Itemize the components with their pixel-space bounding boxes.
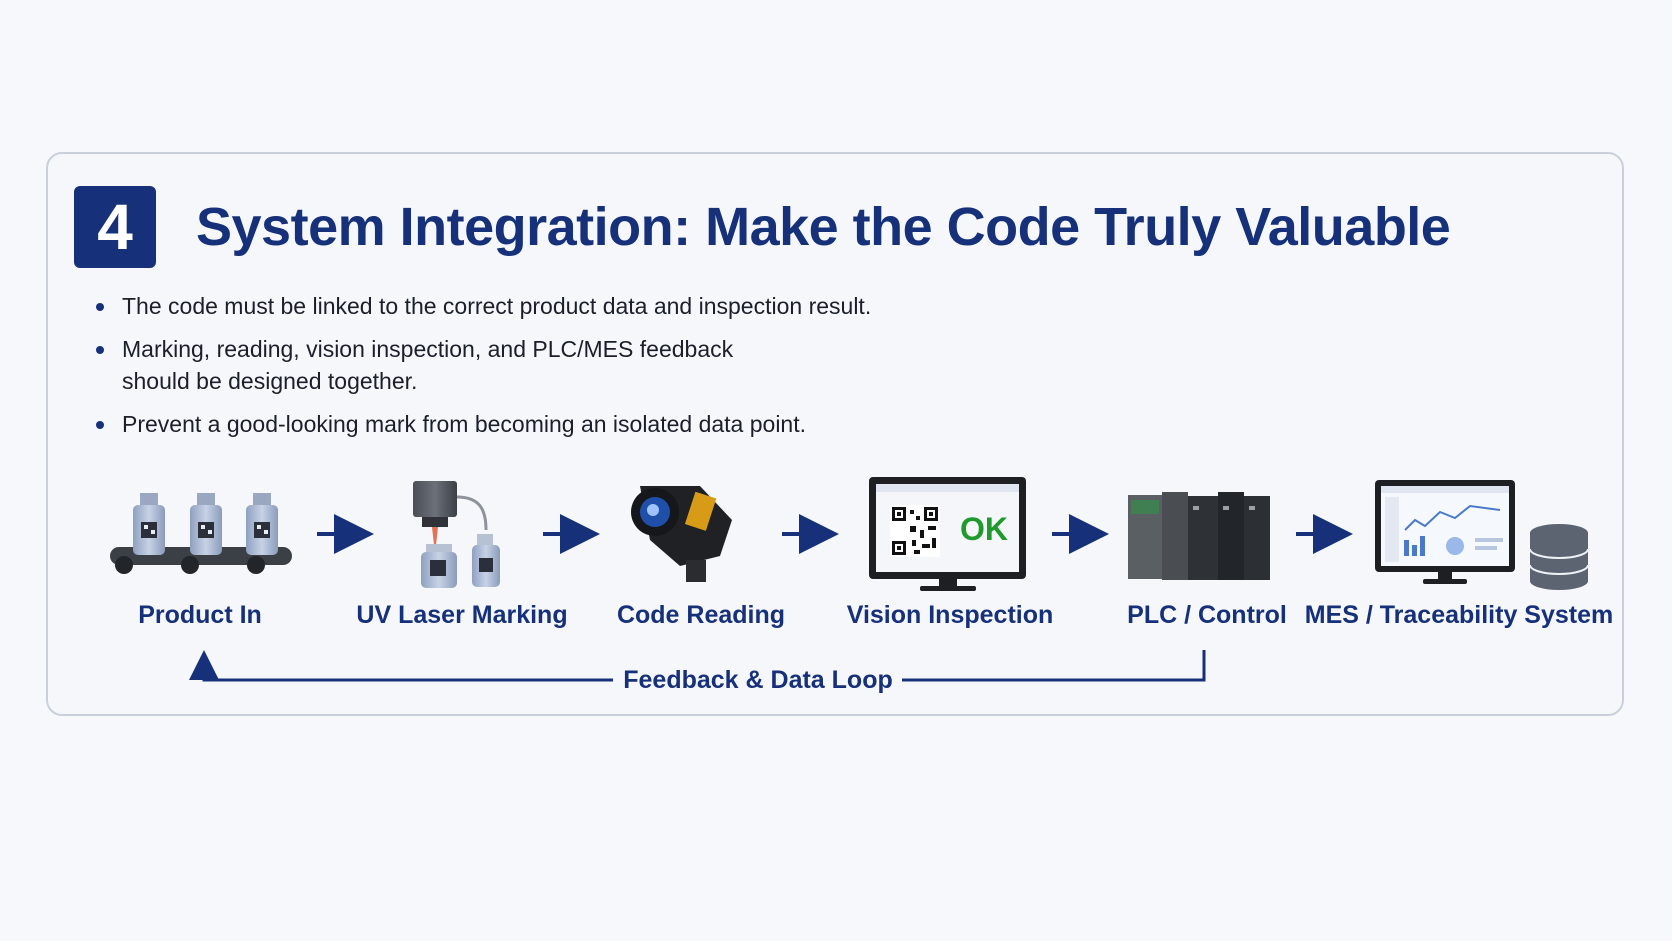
page-title: System Integration: Make the Code Truly … [196,197,1451,257]
step-label-plc-control: PLC / Control [1127,601,1287,629]
dashboard-database-icon [1375,480,1589,590]
uv-laser-head-icon [413,481,500,588]
bullet-list: The code must be linked to the correct p… [92,290,992,451]
content-card [46,152,1624,716]
monitor-qr-ok-icon: OK [869,477,1026,591]
step-label-mes-traceability: MES / Traceability System [1304,601,1614,629]
barcode-camera-icon [631,486,732,582]
step-label-product-in: Product In [138,601,262,629]
step-label-vision-inspection: Vision Inspection [846,601,1054,629]
plc-rack-icon [1128,492,1270,580]
step-label-code-reading: Code Reading [616,601,786,629]
bullet-item: Prevent a good-looking mark from becomin… [92,408,992,440]
feedback-loop-label: Feedback & Data Loop [623,666,893,694]
feedback-loop-arrow [189,650,613,682]
bullet-item: The code must be linked to the correct p… [92,290,992,322]
bullet-item: Marking, reading, vision inspection, and… [92,333,762,397]
feedback-loop-line [902,650,1206,682]
bottles-on-conveyor-icon [110,493,292,574]
step-label-uv-laser-marking: UV Laser Marking [356,601,568,629]
ok-status-text: OK [960,511,1008,547]
step-number-badge: 4 [74,186,156,268]
